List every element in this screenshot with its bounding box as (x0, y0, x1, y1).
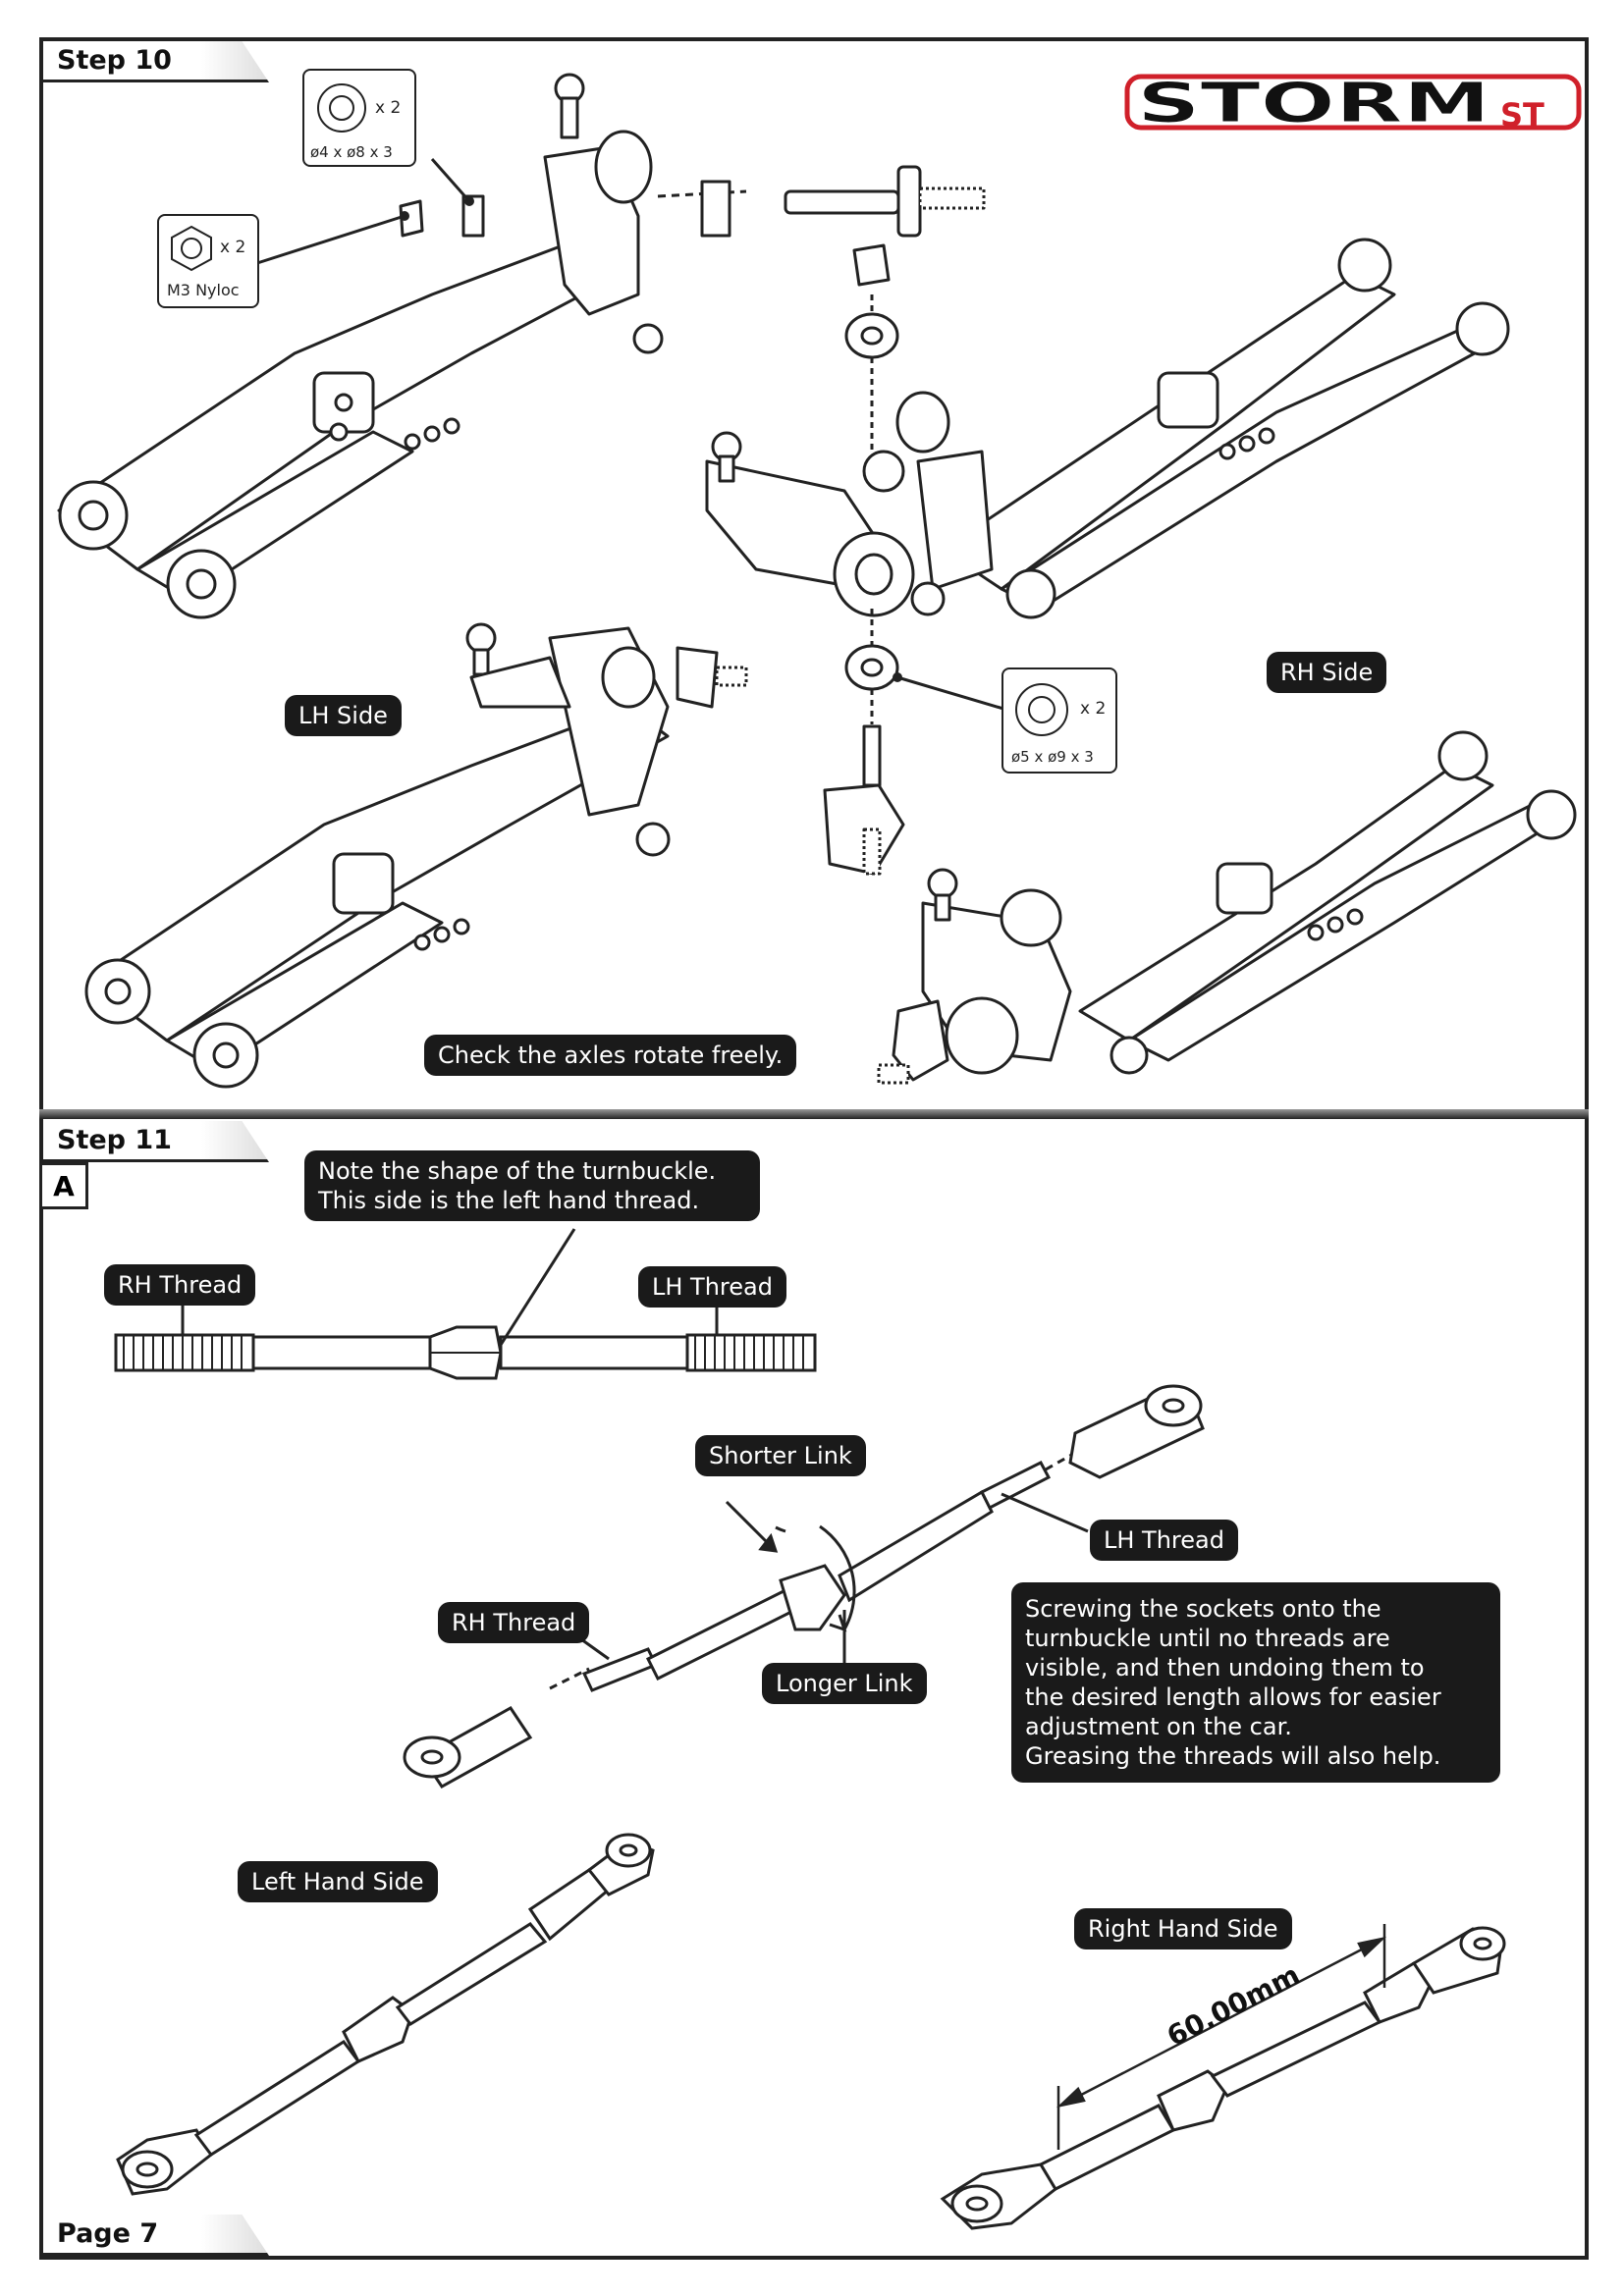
tip-box: Screwing the sockets onto the turnbuckle… (1011, 1582, 1500, 1783)
step-11-title: Step 11 (57, 1125, 172, 1155)
tip-line: turnbuckle until no threads are (1025, 1625, 1390, 1652)
longer-link-label: Longer Link (762, 1663, 927, 1704)
hex-hub-part (823, 724, 905, 876)
tip-line: adjustment on the car. (1025, 1713, 1292, 1740)
bearing-part-bottom (844, 644, 899, 691)
nut-part (399, 199, 424, 238)
page-number: Page 7 (57, 2218, 159, 2249)
subsection-a-label: A (53, 1169, 75, 1202)
nut-icon (171, 225, 212, 272)
right-hand-side-link (940, 1926, 1506, 2230)
lh-thread-label-top: LH Thread (638, 1266, 786, 1308)
axles-note: Check the axles rotate freely. (424, 1035, 797, 1076)
left-hand-side-link (116, 1833, 655, 2196)
page-frame (39, 37, 1589, 2260)
tip-line: visible, and then undoing them to (1025, 1654, 1425, 1682)
bearing-leader (896, 675, 1004, 711)
subsection-a: A (39, 1162, 88, 1209)
turnbuckle-diagram (114, 1325, 817, 1380)
step-11-tab: Step 11 (43, 1121, 269, 1162)
nyloc-spec: M3 Nyloc (167, 281, 240, 299)
nyloc-callout: x 2 M3 Nyloc (157, 214, 259, 308)
lh-side-label: LH Side (285, 695, 402, 736)
step-10-tab: Step 10 (43, 41, 269, 82)
nyloc-nut-part (852, 243, 891, 287)
rh-thread-label: RH Thread (438, 1602, 590, 1643)
nyloc-leader (256, 214, 406, 265)
shorter-link-label: Shorter Link (695, 1435, 866, 1476)
left-hand-side-label: Left Hand Side (238, 1861, 438, 1902)
bearing-spec: ø5 x ø9 x 3 (1011, 748, 1094, 766)
axle-part (784, 165, 986, 238)
bearing-part-top (844, 312, 899, 359)
spacer-part (700, 180, 731, 238)
lh-arm-exploded (57, 73, 747, 619)
dimension-text: 60.00mm (1162, 1958, 1305, 2053)
turnbuckle-note: Note the shape of the turnbuckle. This s… (304, 1150, 760, 1221)
tip-line: Screwing the sockets onto the (1025, 1595, 1381, 1623)
step-divider (39, 1109, 1589, 1119)
storm-st-logo: STORM ST (1124, 72, 1582, 136)
brand-main-text: STORM (1137, 72, 1490, 135)
tip-line: the desired length allows for easier (1025, 1683, 1441, 1711)
right-hand-side-label: Right Hand Side (1074, 1908, 1292, 1949)
bearing-icon (1015, 683, 1068, 736)
lh-arm-assembled (84, 622, 748, 1089)
nyloc-qty: x 2 (220, 238, 246, 257)
washer-part (461, 194, 485, 238)
washer-leader (430, 158, 471, 202)
washer-spec: ø4 x ø8 x 3 (310, 143, 393, 161)
step-10-title: Step 10 (57, 45, 172, 76)
bearing-callout: x 2 ø5 x ø9 x 3 (1001, 667, 1117, 774)
turnbuckle-note-line-2: This side is the left hand thread. (318, 1187, 700, 1214)
dimension-line (1056, 1924, 1387, 2150)
rh-side-label: RH Side (1267, 652, 1387, 693)
washer-callout: x 2 ø4 x ø8 x 3 (302, 69, 416, 167)
washer-qty: x 2 (375, 98, 402, 118)
page-number-tab: Page 7 (43, 2215, 269, 2256)
rh-thread-label-top: RH Thread (104, 1264, 256, 1306)
tip-line: Greasing the threads will also help. (1025, 1742, 1441, 1770)
lh-thread-label: LH Thread (1090, 1520, 1238, 1561)
bearing-qty: x 2 (1080, 699, 1107, 719)
link-exploded-diagram (403, 1384, 1205, 1789)
rh-arm-assembled (877, 730, 1577, 1085)
rh-arm-exploded (705, 238, 1510, 619)
brand-suffix-text: ST (1500, 96, 1544, 133)
washer-icon (317, 83, 366, 133)
turnbuckle-note-line-1: Note the shape of the turnbuckle. (318, 1157, 717, 1185)
